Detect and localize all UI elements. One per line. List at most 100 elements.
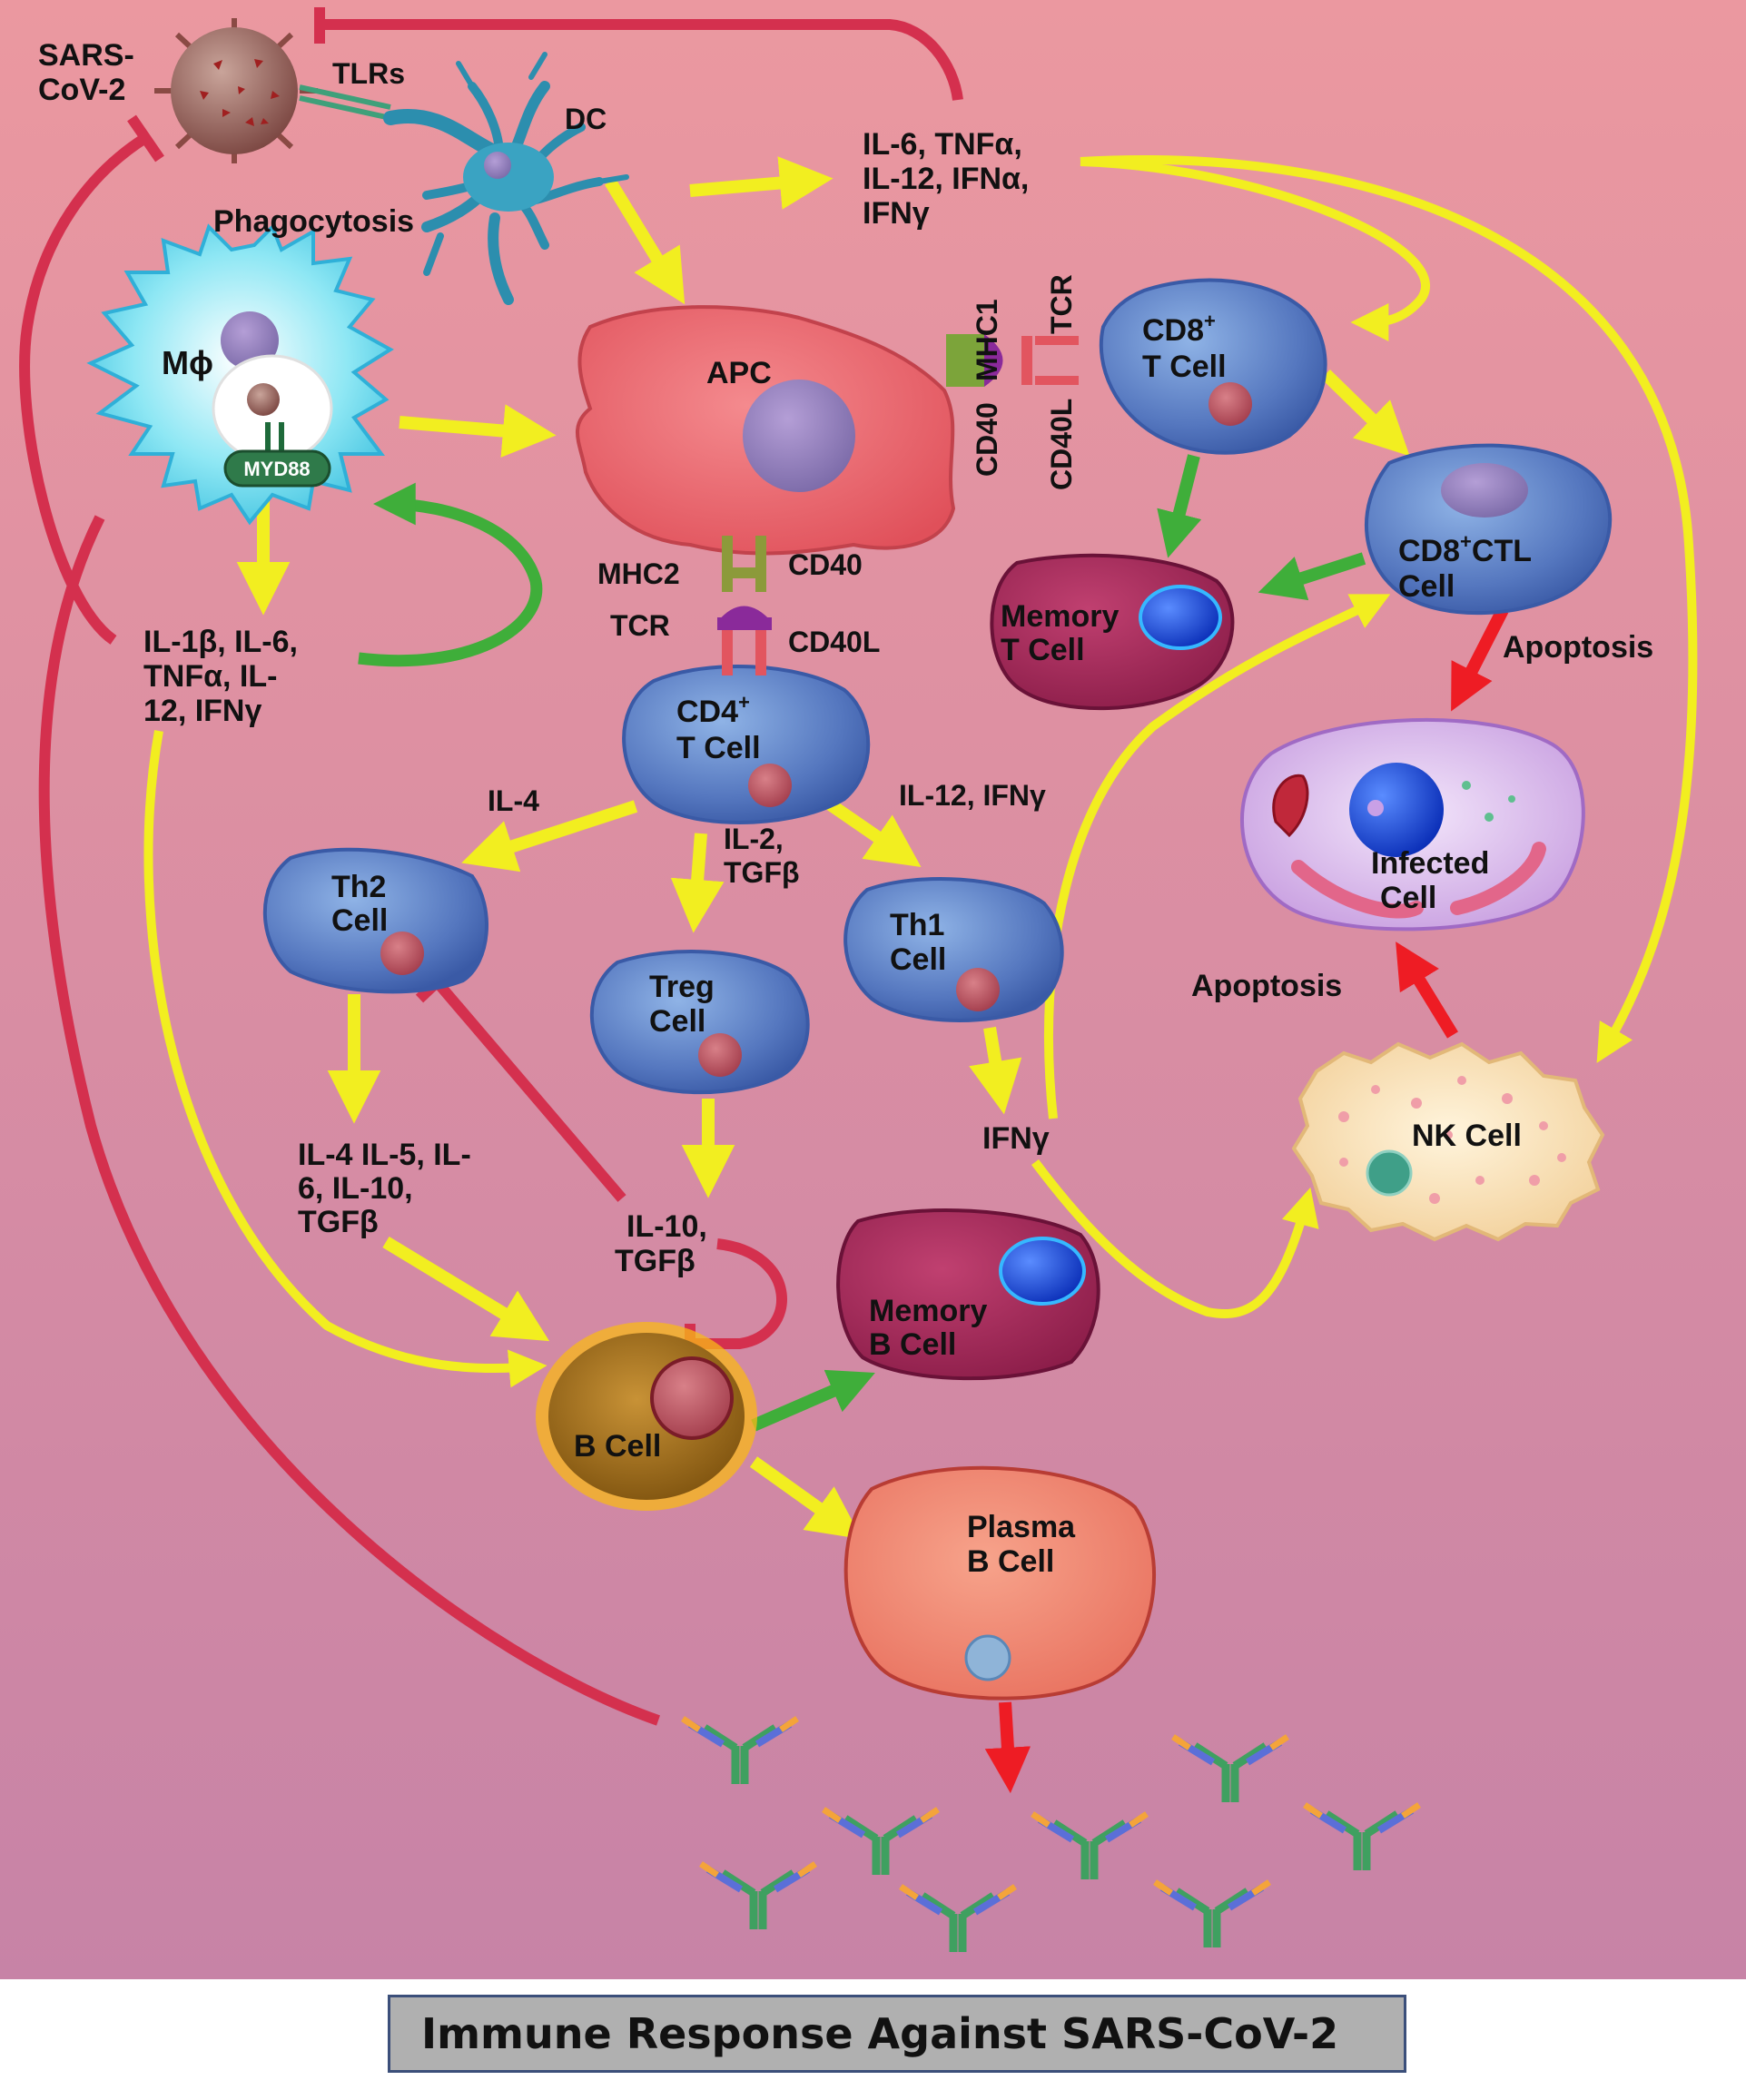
arrow-bcell-to-memory-b bbox=[751, 1369, 875, 1432]
macrophage-label: Mϕ bbox=[162, 344, 213, 381]
th1-label: Th1 Cell bbox=[890, 908, 946, 977]
macrophage-cytokines-line3: 12, IFNγ bbox=[143, 694, 261, 728]
infected-cell-mitochondrion bbox=[1272, 774, 1309, 838]
cd40-top-label: CD40 bbox=[971, 402, 1003, 477]
tlrs-label: TLRs bbox=[332, 57, 405, 90]
macrophage-cell bbox=[86, 223, 394, 526]
arrow-cd8t-to-memory-t bbox=[1157, 454, 1202, 558]
il2-tgfb-label: IL-2, TGFβ bbox=[724, 823, 800, 889]
apoptosis-ctl-label: Apoptosis bbox=[1503, 630, 1653, 665]
nk-cell bbox=[1291, 1041, 1605, 1242]
memory-t-label-line1: Memory bbox=[1001, 599, 1119, 634]
virus-label-line2: CoV-2 bbox=[38, 73, 125, 107]
arrow-cytokines-feedback-macrophage bbox=[358, 482, 543, 667]
arrow-nk-to-infected bbox=[1396, 942, 1458, 1039]
apc-label: APC bbox=[706, 356, 772, 390]
infected-label-line2: Cell bbox=[1380, 881, 1436, 915]
cd8-ctl-label-line1: CD8+CTL bbox=[1398, 530, 1532, 568]
dc-cytokines-line3: IFNγ bbox=[863, 196, 930, 231]
th2-cytokines-line3: TGFβ bbox=[298, 1205, 379, 1239]
macrophage-cytokines-label: IL-1β, IL-6, TNFα, IL- 12, IFNγ bbox=[143, 625, 298, 728]
inhibit-macrophage-to-virus bbox=[19, 133, 149, 645]
nk-nucleus bbox=[1366, 1149, 1413, 1197]
th2-cytokines-line2: 6, IL-10, bbox=[298, 1171, 413, 1206]
apoptosis-nk-label: Apoptosis bbox=[1191, 969, 1342, 1003]
treg-cytokines-line1: IL-10, bbox=[626, 1209, 707, 1244]
cd8-ctl-cell bbox=[1364, 443, 1613, 616]
cd4-t-label: CD4+ T Cell bbox=[676, 691, 761, 765]
plasma-b-label-line1: Plasma bbox=[967, 1510, 1076, 1544]
cd8-t-label-line2: T Cell bbox=[1142, 350, 1227, 384]
cd8-t-cell bbox=[1099, 278, 1327, 455]
tcr-top-label: TCR bbox=[1045, 274, 1078, 334]
memory-t-label-line2: T Cell bbox=[1001, 633, 1085, 667]
phagocytosis-label: Phagocytosis bbox=[213, 204, 414, 239]
th2-label: Th2 Cell bbox=[331, 870, 388, 938]
treg-label: Treg Cell bbox=[649, 970, 715, 1039]
inhibit-treg-to-bcell bbox=[692, 1238, 787, 1349]
memory-b-label: Memory B Cell bbox=[869, 1294, 987, 1362]
cd8-ctl-nucleus bbox=[1441, 463, 1528, 518]
labels: SARS- CoV-2 TLRs DC Phagocytosis Mϕ MYD8… bbox=[38, 38, 1653, 1579]
inhibit-dc-to-virus bbox=[320, 19, 963, 101]
memory-b-nucleus bbox=[999, 1237, 1086, 1306]
tlr-receptor bbox=[299, 84, 391, 121]
th2-nucleus bbox=[380, 932, 424, 975]
memory-b-label-line2: B Cell bbox=[869, 1327, 956, 1362]
inhibit-treg-to-th2 bbox=[431, 977, 626, 1202]
arrow-macrophage-to-apc bbox=[399, 404, 557, 458]
cd8-ctl-label-line2: Cell bbox=[1398, 569, 1455, 604]
arrow-th1-to-ifng bbox=[969, 1026, 1022, 1115]
arrow-cd4-to-treg bbox=[670, 833, 725, 933]
memory-t-label: Memory T Cell bbox=[1001, 599, 1119, 667]
cd4-t-label-line2: T Cell bbox=[676, 731, 761, 765]
th2-label-line1: Th2 bbox=[331, 870, 386, 904]
arrow-dc-to-apc bbox=[605, 178, 686, 305]
arrow-cd4-to-th1 bbox=[823, 796, 922, 868]
dc-cytokines-line2: IL-12, IFNα, bbox=[863, 162, 1029, 196]
infected-label-line1: Infected bbox=[1371, 846, 1489, 881]
infected-cell-vesicles bbox=[1462, 781, 1515, 822]
plasma-b-cell bbox=[843, 1465, 1157, 1701]
arrow-cd8t-to-ctl bbox=[1321, 369, 1410, 457]
inhibit-antibody-to-virus bbox=[38, 515, 660, 1726]
cd8-t-nucleus bbox=[1208, 382, 1252, 426]
infected-cell-er-1 bbox=[1291, 860, 1424, 919]
nk-label: NK Cell bbox=[1412, 1119, 1522, 1153]
dc-cytokines-line1: IL-6, TNFα, bbox=[863, 127, 1022, 162]
arrow-dc-to-cytokines bbox=[689, 156, 834, 210]
inhibit-macrophage-bar bbox=[127, 114, 164, 163]
il2-tgfb-line2: TGFβ bbox=[724, 856, 800, 889]
caption-box: Immune Response Against SARS-CoV-2 bbox=[388, 1995, 1406, 2073]
arrow-plasma-to-antibodies bbox=[984, 1701, 1031, 1794]
th1-label-line2: Cell bbox=[890, 942, 946, 977]
th1-nucleus bbox=[956, 968, 1000, 1011]
th2-cytokines-line1: IL-4 IL-5, IL- bbox=[298, 1138, 471, 1172]
infected-cell-label: Infected Cell bbox=[1371, 846, 1489, 915]
cd40l-top-label: CD40L bbox=[1045, 399, 1078, 490]
cd40-mid-label: CD40 bbox=[788, 548, 863, 581]
memory-b-label-line1: Memory bbox=[869, 1294, 987, 1328]
infected-cell-er-2 bbox=[1450, 842, 1546, 915]
cd8-ctl-label: CD8+CTL Cell bbox=[1398, 530, 1532, 604]
arrow-cytokines-to-cd8 bbox=[1080, 157, 1430, 341]
cd8-t-label: CD8+ T Cell bbox=[1142, 310, 1227, 384]
infected-cell-nucleus bbox=[1349, 763, 1444, 857]
treg-label-line1: Treg bbox=[649, 970, 715, 1004]
arrow-cytokines-to-bcell bbox=[143, 730, 547, 1388]
myd88-label: MYD88 bbox=[243, 458, 310, 480]
dendritic-cell-body bbox=[463, 143, 554, 212]
b-cell bbox=[536, 1322, 757, 1511]
treg-nucleus bbox=[698, 1033, 742, 1077]
il2-tgfb-line1: IL-2, bbox=[724, 823, 784, 855]
cd8-t-label-line1: CD8+ bbox=[1142, 310, 1216, 348]
arrow-ctl-to-infected bbox=[1451, 606, 1509, 712]
mhc2-label: MHC2 bbox=[597, 557, 680, 590]
cd4-t-label-line1: CD4+ bbox=[676, 691, 750, 729]
cd4-t-cell bbox=[622, 665, 871, 824]
treg-cytokines-line2: TGFβ bbox=[615, 1244, 695, 1278]
th2-cell bbox=[262, 847, 488, 994]
tcr-mid-label: TCR bbox=[610, 609, 670, 642]
nk-granules bbox=[1338, 1076, 1566, 1204]
